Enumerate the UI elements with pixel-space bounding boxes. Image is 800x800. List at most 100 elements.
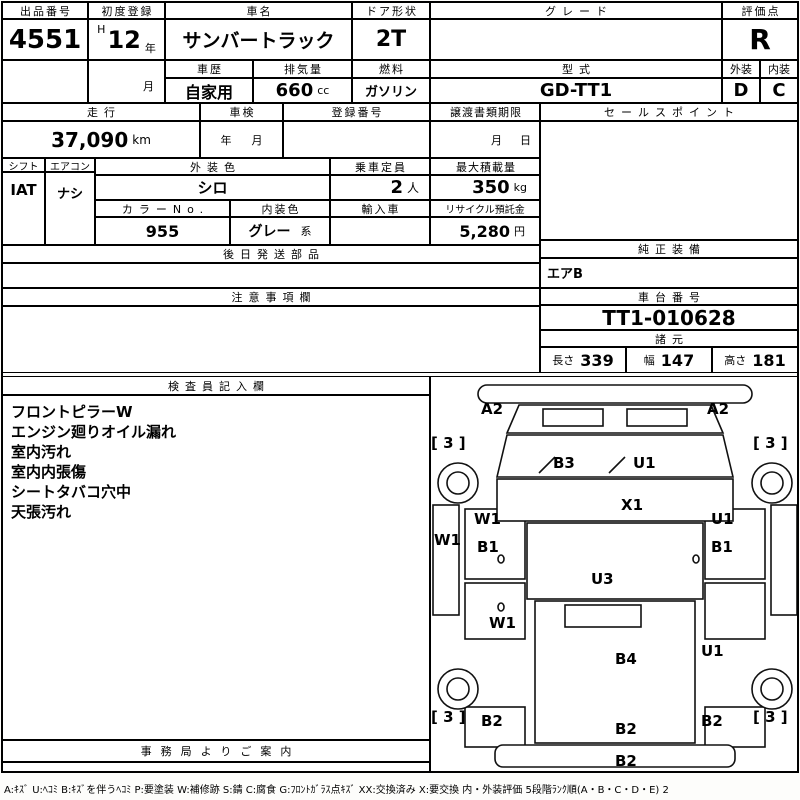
model-code-value: GD-TT1 [430, 78, 722, 103]
max-load-number: 350 [472, 177, 510, 198]
aircon-label: エアコン [45, 158, 95, 172]
exterior-grade-label: 外装 [722, 60, 760, 78]
inspector-note-item: フロントピラーW [11, 403, 133, 421]
width-value: 147 [660, 350, 695, 370]
damage-code-label: A2 [707, 400, 730, 418]
exterior-grade-value: D [722, 78, 760, 103]
length-label: 長さ [552, 354, 575, 367]
history-value: 自家用 [165, 78, 253, 103]
first-registration-month-cell: 月 [88, 60, 165, 103]
caution-value [2, 306, 540, 373]
score-label: 評価点 [722, 2, 798, 19]
recycle-deposit-value: 5,280 円 [430, 217, 540, 245]
first-registration-label: 初度登録 [88, 2, 165, 19]
damage-code-label: [ 3 ] [753, 708, 788, 726]
damage-code-label: B1 [477, 538, 499, 556]
sales-point-value [540, 121, 798, 240]
displacement-value: 660 cc [253, 78, 352, 103]
recycle-deposit-label: リサイクル預託金 [430, 200, 540, 217]
later-parts-label: 後日発送部品 [2, 245, 540, 263]
mileage-value: 37,090 km [2, 121, 200, 158]
inspector-note-item: エンジン廻りオイル漏れ [11, 423, 177, 441]
grade-label: グレード [430, 2, 722, 19]
damage-code-label: B2 [615, 720, 637, 738]
import-car-value [330, 217, 430, 245]
month-unit: 月 [143, 80, 154, 93]
panel-mark-left [497, 602, 505, 612]
mileage-label: 走行 [2, 103, 200, 121]
mileage-number: 37,090 [51, 127, 129, 152]
damage-code-label: U1 [701, 642, 724, 660]
inspector-section-label: 検査員記入欄 [2, 376, 430, 395]
door-shape-value: 2T [352, 19, 430, 60]
grade-value [430, 19, 722, 60]
bed-inner-box [564, 604, 642, 628]
wheel-rear-right-rim [760, 677, 784, 701]
left-side-strip [432, 504, 460, 616]
year-unit: 年 [144, 42, 156, 55]
interior-grade-label: 内装 [760, 60, 798, 78]
right-side-strip [770, 504, 798, 616]
damage-code-label: U3 [591, 570, 614, 588]
interior-grade-value: C [760, 78, 798, 103]
left-bed-panel [464, 706, 526, 748]
height-value: 181 [752, 350, 786, 370]
era-letter: H [97, 23, 106, 36]
shift-value: IAT [2, 172, 45, 245]
first-registration-value: H 12 年 [88, 19, 165, 60]
damage-code-label: W1 [474, 510, 501, 528]
damage-code-label: [ 3 ] [431, 434, 466, 452]
max-load-value: 350 kg [430, 175, 540, 200]
transfer-day-unit: 日 [520, 133, 531, 147]
color-no-label: カラーNo. [95, 200, 230, 217]
windshield [495, 434, 735, 478]
later-parts-value [2, 263, 540, 288]
wiper-right [608, 456, 626, 474]
car-name-value: サンバートラック [165, 19, 352, 60]
caution-label: 注意事項欄 [2, 288, 540, 306]
dimension-height-cell: 高さ 181 [712, 347, 798, 373]
damage-code-label: W1 [489, 614, 516, 632]
exterior-color-value: シロ [95, 175, 330, 200]
length-value: 339 [580, 350, 614, 370]
mileage-unit: km [132, 132, 151, 147]
damage-code-label: [ 3 ] [431, 708, 466, 726]
import-car-label: 輸入車 [330, 200, 430, 217]
recycle-deposit-unit: 円 [514, 225, 525, 238]
shift-label: シフト [2, 158, 45, 172]
recycle-deposit-number: 5,280 [459, 221, 510, 241]
displacement-label: 排気量 [253, 60, 352, 78]
right-bed-panel [704, 706, 766, 748]
fuel-label: 燃料 [352, 60, 430, 78]
damage-code-label: [ 3 ] [753, 434, 788, 452]
wheel-rear-left-rim [446, 677, 470, 701]
transfer-deadline-value: 月 日 [430, 121, 540, 158]
capacity-number: 2 [390, 177, 403, 198]
fuel-value: ガソリン [352, 78, 430, 103]
damage-code-label: X1 [621, 496, 644, 514]
damage-code-label: B4 [615, 650, 637, 668]
aircon-value: ナシ [45, 172, 95, 245]
dimensions-label: 諸元 [540, 330, 798, 347]
legend-text: A:ｷｽﾞ U:ﾍｺﾐ B:ｷｽﾞを伴うﾍｺﾐ P:要塗装 W:補修跡 S:錆 … [4, 785, 669, 796]
interior-color-name: グレー [248, 224, 291, 240]
cowl-vent-left [542, 408, 604, 427]
inspector-note-item: 室内汚れ [11, 443, 72, 461]
max-load-label: 最大積載量 [430, 158, 540, 175]
max-load-unit: kg [513, 181, 527, 194]
capacity-unit: 人 [406, 181, 419, 195]
transfer-deadline-label: 譲渡書類期限 [430, 103, 540, 121]
wiper-left [538, 456, 556, 474]
chassis-no-label: 車台番号 [540, 288, 798, 305]
auction-no-label: 出品番号 [2, 2, 88, 19]
right-mid-panel [704, 582, 766, 640]
inspection-value: 年 月 [200, 121, 283, 158]
inspection-month-unit: 月 [251, 133, 263, 147]
damage-code-label: U1 [633, 454, 656, 472]
genuine-equipment-label: 純正装備 [540, 240, 798, 258]
dimension-width-cell: 幅 147 [626, 347, 712, 373]
wheel-front-right-rim [760, 471, 784, 495]
